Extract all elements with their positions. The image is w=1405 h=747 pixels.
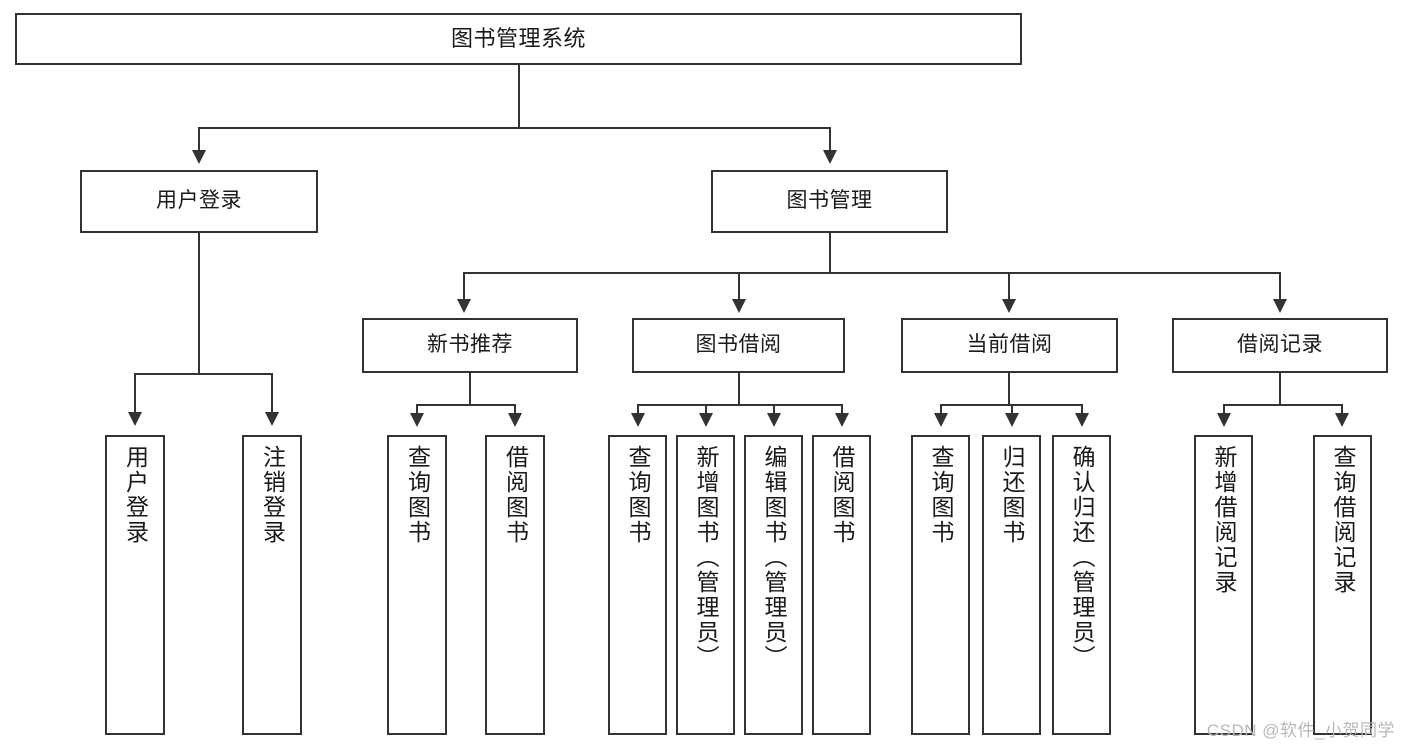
node-label: 归还图书	[999, 445, 1025, 545]
connector-root-bus	[198, 127, 831, 129]
connector-cb-stem	[1008, 373, 1010, 404]
node-book-management[interactable]: 图书管理	[711, 170, 948, 233]
connector-nbr-to-query	[416, 404, 418, 416]
node-label: 用户登录	[122, 445, 149, 545]
node-label: 借阅图书	[829, 445, 855, 545]
node-root-system[interactable]: 图书管理系统	[15, 13, 1022, 65]
arrow-cb-to-confirm	[1075, 413, 1089, 427]
connector-bb-bus	[637, 404, 842, 406]
node-nbr-query-books[interactable]: 查询图书	[387, 435, 447, 735]
arrow-bb-to-query	[631, 413, 645, 427]
node-label: 注销登录	[259, 445, 286, 545]
arrow-user-login-to-login	[128, 412, 142, 426]
node-nbr-borrow-books[interactable]: 借阅图书	[485, 435, 545, 735]
connector-book-management-bus	[463, 272, 1281, 274]
arrow-cb-to-return	[1005, 413, 1019, 427]
node-bb-edit-book-admin[interactable]: 编辑图书（管理员）	[744, 435, 803, 735]
connector-bm-to-book-borrow	[738, 272, 740, 302]
node-label: 编辑图书（管理员）	[761, 445, 787, 670]
node-label: 确认归还（管理员）	[1069, 445, 1095, 670]
connector-br-stem	[1279, 373, 1281, 404]
node-label: 查询图书	[404, 445, 431, 545]
node-label: 新书推荐	[427, 333, 513, 357]
node-label: 查询图书	[928, 445, 954, 545]
connector-bm-to-borrow-records	[1279, 272, 1281, 302]
connector-nbr-bus	[416, 404, 516, 406]
node-label: 新增图书（管理员）	[693, 445, 719, 670]
connector-cb-bus	[940, 404, 1081, 406]
connector-book-management-stem	[829, 233, 831, 272]
connector-user-login-bus	[134, 373, 272, 375]
connector-user-login-stem	[198, 233, 200, 373]
arrow-bm-to-book-borrow	[732, 299, 746, 313]
arrow-root-to-user-login	[192, 150, 206, 164]
arrow-br-to-query	[1335, 413, 1349, 427]
node-bb-borrow-books[interactable]: 借阅图书	[812, 435, 871, 735]
node-label: 当前借阅	[966, 333, 1053, 357]
arrow-bm-to-current-borrow	[1002, 299, 1016, 313]
connector-cb-to-query	[940, 404, 942, 416]
arrow-bm-to-borrow-records	[1273, 299, 1287, 313]
connector-cb-to-return	[1011, 404, 1013, 416]
connector-nbr-to-borrow	[514, 404, 516, 416]
connector-bm-to-current-borrow	[1008, 272, 1010, 302]
node-book-borrow[interactable]: 图书借阅	[632, 318, 845, 373]
node-new-book-recommend[interactable]: 新书推荐	[362, 318, 578, 373]
arrow-bb-to-borrow	[835, 413, 849, 427]
arrow-bb-to-edit	[767, 413, 781, 427]
arrow-br-to-add	[1217, 413, 1231, 427]
node-current-borrow[interactable]: 当前借阅	[901, 318, 1118, 373]
node-user-login[interactable]: 用户登录	[80, 170, 318, 233]
node-cb-query-books[interactable]: 查询图书	[911, 435, 970, 735]
connector-br-bus	[1223, 404, 1343, 406]
connector-user-login-to-login	[134, 373, 136, 415]
node-cb-return-books[interactable]: 归还图书	[982, 435, 1041, 735]
connector-root-to-book-management	[829, 127, 831, 153]
node-label: 新增借阅记录	[1211, 445, 1237, 595]
node-bb-query-books[interactable]: 查询图书	[608, 435, 667, 735]
arrow-cb-to-query	[934, 413, 948, 427]
connector-bb-to-query	[637, 404, 639, 416]
node-label: 图书借阅	[695, 333, 782, 357]
arrow-bb-to-add	[699, 413, 713, 427]
node-label: 借阅图书	[502, 445, 529, 545]
connector-bb-to-borrow	[841, 404, 843, 416]
node-br-add-record[interactable]: 新增借阅记录	[1194, 435, 1253, 735]
connector-bm-to-new-book	[463, 272, 465, 302]
node-label: 图书管理	[786, 189, 873, 213]
arrow-nbr-to-borrow	[508, 413, 522, 427]
node-cb-confirm-return-admin[interactable]: 确认归还（管理员）	[1052, 435, 1111, 735]
connector-root-to-user-login	[198, 127, 200, 153]
node-borrow-records[interactable]: 借阅记录	[1172, 318, 1388, 373]
node-br-query-record[interactable]: 查询借阅记录	[1313, 435, 1372, 735]
node-user-login-do[interactable]: 用户登录	[105, 435, 165, 735]
arrow-bm-to-new-book	[457, 299, 471, 313]
arrow-root-to-book-management	[823, 150, 837, 164]
node-bb-add-book-admin[interactable]: 新增图书（管理员）	[676, 435, 735, 735]
arrow-nbr-to-query	[410, 413, 424, 427]
node-label: 借阅记录	[1237, 333, 1323, 357]
connector-bb-to-edit	[773, 404, 775, 416]
connector-nbr-stem	[469, 373, 471, 404]
connector-cb-to-confirm	[1081, 404, 1083, 416]
node-label: 图书管理系统	[450, 26, 586, 52]
node-label: 查询图书	[625, 445, 651, 545]
node-user-logout[interactable]: 注销登录	[242, 435, 302, 735]
connector-bb-to-add	[705, 404, 707, 416]
node-label: 用户登录	[156, 189, 242, 213]
connector-br-to-query	[1341, 404, 1343, 416]
arrow-user-login-to-logout	[265, 412, 279, 426]
node-label: 查询借阅记录	[1330, 445, 1356, 595]
connector-bb-stem	[738, 373, 740, 404]
connector-user-login-to-logout	[271, 373, 273, 415]
connector-br-to-add	[1223, 404, 1225, 416]
connector-root-stem	[518, 65, 520, 127]
